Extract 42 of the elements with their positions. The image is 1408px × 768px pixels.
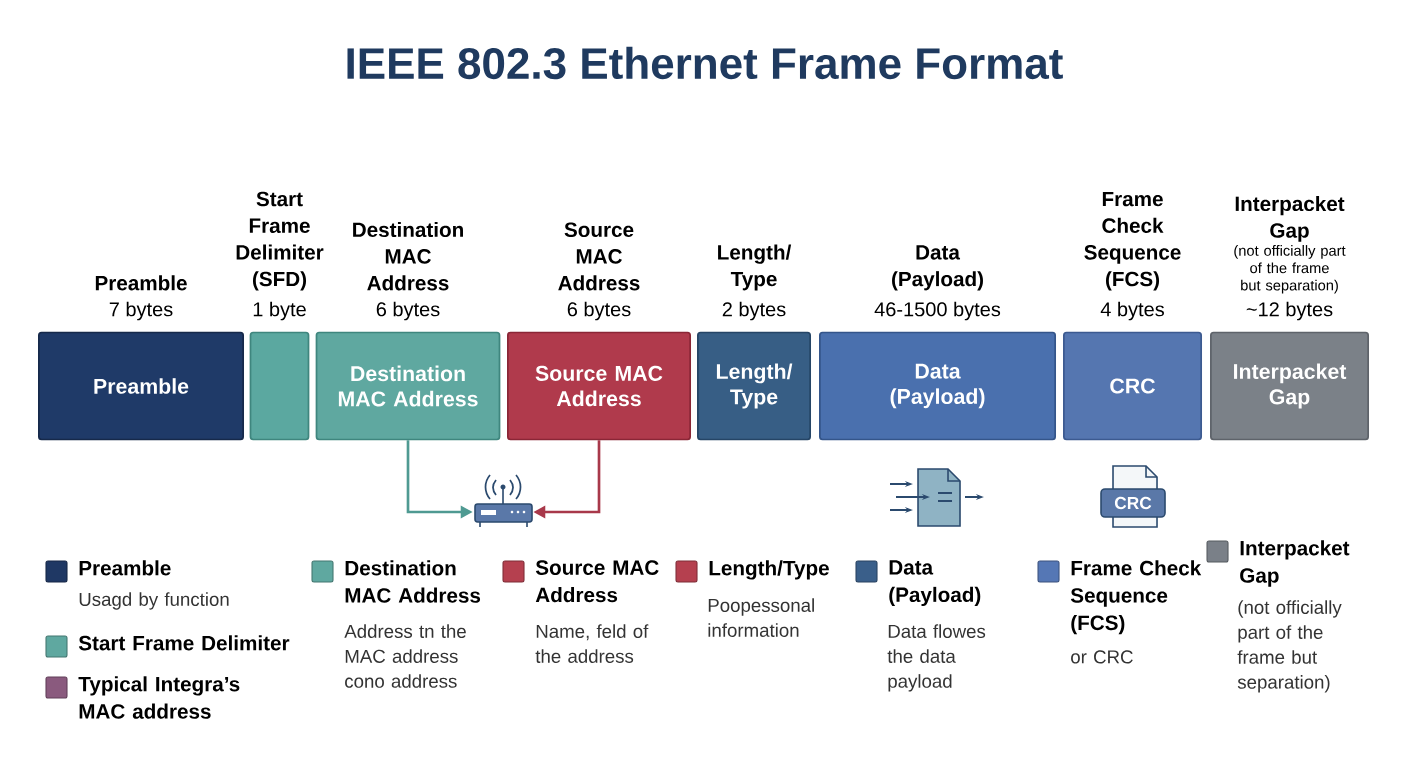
- field-box: Data (Payload): [819, 331, 1056, 441]
- field-heading: Source MAC Address: [558, 222, 640, 291]
- field-note: (not officially part of the frame but separation): [1234, 245, 1346, 294]
- field-box: Interpacket Gap: [1210, 331, 1369, 441]
- description-text: Name, feld of the address: [535, 624, 649, 663]
- field-size: 46-1500 bytes: [874, 301, 1001, 321]
- field-size: 7 bytes: [109, 301, 173, 321]
- legend-label: Data (Payload): [889, 560, 981, 607]
- legend-label: Preamble: [79, 560, 171, 576]
- description-text: or CRC: [1071, 650, 1133, 664]
- legend-label: Typical Integra’s MAC address: [78, 676, 240, 719]
- field-heading: Preamble: [95, 275, 187, 291]
- legend-label: Source MAC Address: [535, 560, 659, 603]
- field-size: 6 bytes: [567, 301, 631, 321]
- field-size: 1 byte: [253, 301, 306, 321]
- legend-label: Frame Check Sequence (FCS): [1070, 560, 1202, 635]
- field-size: 6 bytes: [376, 301, 440, 321]
- title: IEEE 802.3 Ethernet Frame Format: [347, 46, 1063, 80]
- field-box: Destination MAC Address: [315, 331, 501, 441]
- legend-label: Start Frame Delimiter: [78, 635, 290, 651]
- field-size: 4 bytes: [1100, 301, 1164, 321]
- description-text: Address tn the MAC address cono address: [344, 624, 466, 688]
- field-heading: Data (Payload): [892, 245, 983, 291]
- field-box: Length/ Type: [697, 331, 811, 441]
- field-size: 2 bytes: [722, 301, 786, 321]
- legend-label: Length/Type: [709, 560, 829, 580]
- field-box: Preamble: [38, 331, 244, 441]
- field-heading: Length/ Type: [718, 244, 792, 291]
- field-heading: Interpacket Gap: [1235, 195, 1345, 242]
- legend-label: Interpacket Gap: [1240, 540, 1350, 587]
- description-text: (not officially part of the frame but separation): [1237, 600, 1342, 693]
- field-box: Source MAC Address: [507, 331, 691, 441]
- description-text: Poopessonal information: [708, 598, 814, 637]
- legend-label: Destination MAC Address: [345, 560, 481, 603]
- description-text: Data flowes the data payload: [887, 624, 986, 692]
- field-heading: Start Frame Delimiter (SFD): [236, 191, 324, 291]
- field-heading: Frame Check Sequence (FCS): [1084, 191, 1181, 291]
- description-text: Usagd by function: [79, 592, 229, 610]
- field-box: CRC: [1063, 331, 1202, 441]
- field-size: ~12 bytes: [1246, 301, 1333, 321]
- field-heading: Destination MAC Address: [353, 221, 463, 291]
- router-icon: [474, 474, 533, 528]
